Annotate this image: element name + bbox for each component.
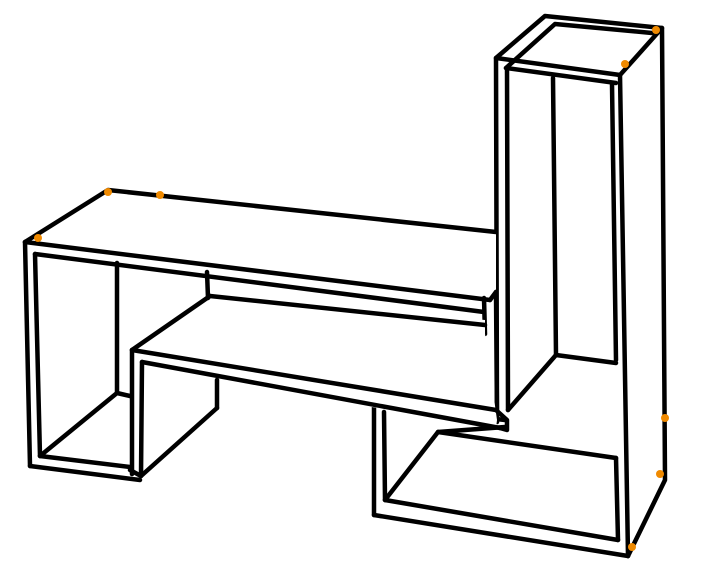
corner-marker-2 <box>156 191 164 199</box>
middle-shelf-top-back <box>129 293 213 353</box>
corner-marker-6 <box>661 414 669 422</box>
middle-shelf-top-back-inner <box>207 293 488 328</box>
corner-marker-7 <box>656 470 664 478</box>
top-shelf-underside <box>32 251 487 315</box>
left-frame <box>22 239 143 483</box>
left-frame-outer-left <box>22 239 33 469</box>
top-shelf-right-drop <box>493 289 500 423</box>
middle-shelf-front-edge <box>129 347 499 413</box>
left-frame-inner-left <box>32 251 43 459</box>
middle-shelf-face <box>132 296 497 428</box>
tower-front-right-edge <box>617 72 631 559</box>
box-right-inner-left-edge <box>381 409 388 503</box>
tower-front-right-inner-edge <box>609 81 619 363</box>
corner-markers <box>34 26 669 551</box>
box-right-floor-back <box>382 429 441 503</box>
middle-shelf-left-inner <box>138 359 145 479</box>
corner-marker-8 <box>628 543 636 551</box>
top-shelf-face <box>25 190 496 300</box>
top-shelf-front-edge <box>22 239 493 303</box>
middle-shelf-under-box-bottom <box>138 405 220 479</box>
box-right-bottom-front <box>371 512 631 559</box>
corner-marker-5 <box>621 60 629 68</box>
tower-rim <box>503 65 619 86</box>
left-frame-bottom <box>27 463 143 483</box>
box-right-inner-right <box>613 455 621 543</box>
box-right-bottom-inner <box>382 497 621 543</box>
left-frame-floor-front <box>114 390 133 399</box>
middle-shelf-post-back <box>204 269 211 301</box>
corner-marker-3 <box>34 234 42 242</box>
tower-front-left-inner-edge <box>504 65 511 413</box>
middle-shelf-lower-link <box>127 467 144 479</box>
tower-side-face <box>620 28 665 556</box>
tower-inner-shelf-edge <box>553 352 619 366</box>
tower-inner-diagonal <box>505 352 559 413</box>
corner-marker-4 <box>652 26 660 34</box>
middle-shelf-under-edge <box>139 359 503 431</box>
top-shelf-link <box>487 289 499 303</box>
middle-shelf-right-cap <box>493 407 510 433</box>
tower-inner-back-edge <box>550 75 559 358</box>
corner-marker-1 <box>104 188 112 196</box>
box-right-floor-rear <box>435 429 619 461</box>
middle-shelf <box>127 269 510 479</box>
tall-tower <box>493 13 668 559</box>
tower-front-face <box>496 58 628 556</box>
tower-back-right-edge <box>625 25 668 559</box>
tower-top-inner-edge <box>503 21 655 71</box>
left-frame-bottom-inner <box>37 453 133 470</box>
left-frame-floor-back <box>37 390 120 459</box>
